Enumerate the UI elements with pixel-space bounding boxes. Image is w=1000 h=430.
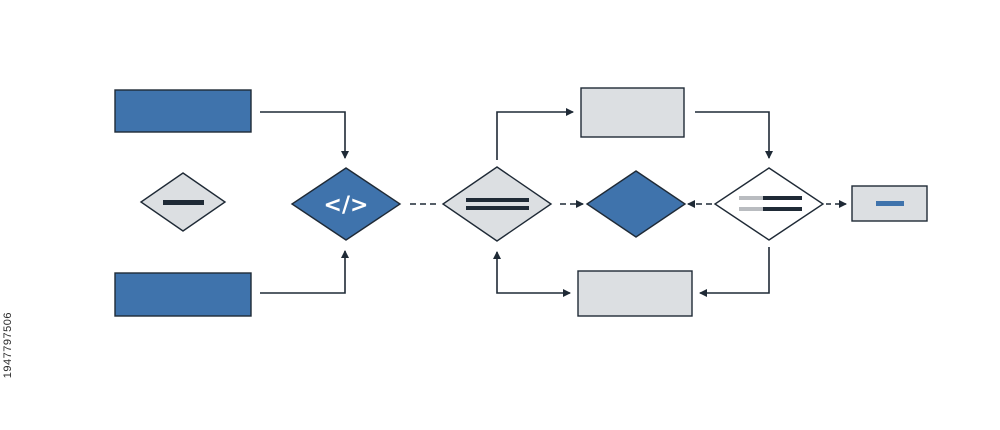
nodes	[114, 87, 928, 317]
node-icons: </>	[163, 193, 904, 218]
process-top-box	[580, 87, 685, 138]
input-top-box	[114, 89, 252, 133]
two-lines-icon	[466, 198, 529, 210]
center-decision-diamond	[585, 170, 687, 238]
connector-process-top-to-text	[695, 111, 773, 159]
text-lines-icon	[739, 196, 802, 211]
connector-input-bottom-to-code	[260, 250, 349, 294]
connector-main-to-process-bottom	[493, 251, 571, 297]
process-bottom-box	[577, 270, 693, 317]
connector-main-to-process-top	[496, 108, 574, 160]
side-id-label: 1947797506	[2, 312, 14, 379]
code-decision-diamond	[290, 167, 402, 241]
main-decision-diamond	[441, 166, 553, 242]
connector-text-to-process-bottom	[699, 247, 770, 297]
text-decision-diamond	[713, 167, 825, 241]
connectors	[260, 108, 847, 297]
blue-bar-icon	[876, 201, 904, 206]
minus-bar-icon	[163, 200, 204, 205]
code-icon: </>	[324, 193, 369, 218]
connector-input-top-to-code	[260, 111, 349, 159]
input-bottom-box	[114, 272, 252, 317]
